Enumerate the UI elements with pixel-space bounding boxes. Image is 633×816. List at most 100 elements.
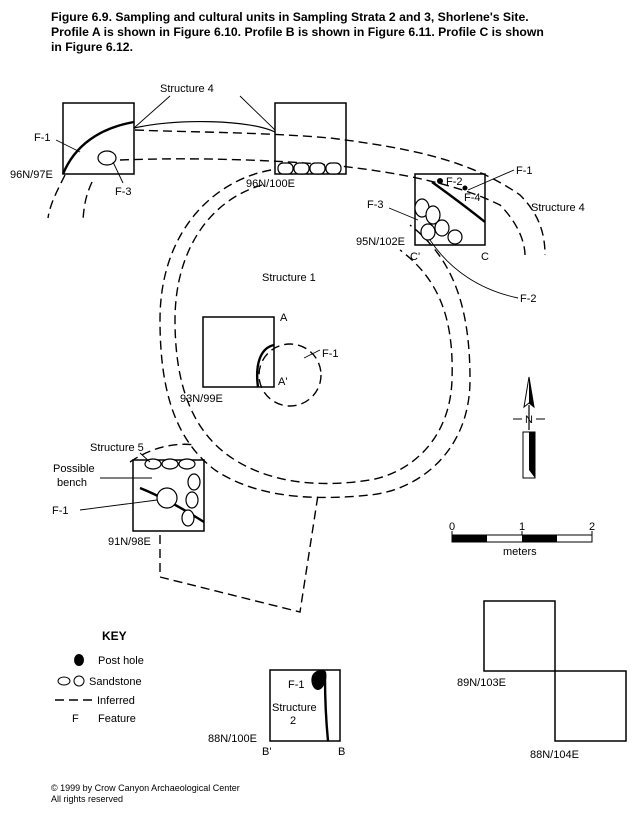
post-holes [311,178,468,690]
unit-89n-103e [483,600,556,672]
label-f1-structure-2: F-1 [288,679,305,691]
unit-96n-97e-wall [61,120,135,175]
sandstone-block [161,458,179,470]
label-f3-96n-97e: F-3 [115,186,132,198]
leader-f3-95n-102e [388,207,419,221]
sandstone-block [178,458,196,470]
unit-88n-100e [269,669,341,742]
key-post-hole-symbol [74,654,84,666]
label-f2-95n-102e-inside: F-2 [446,176,463,188]
sandstone-block [447,229,463,245]
sandstone-block [425,205,441,225]
label-unit-96n-97e: 96N/97E [10,169,53,181]
label-unit-88n-104e: 88N/104E [530,749,579,761]
leader-f2-95n-102e [429,239,519,299]
excavation-units [62,102,627,742]
label-profile-a-prime: A' [278,376,287,388]
feature-1-pit-outline [258,343,322,407]
leader-f1-93n-99e [303,349,321,359]
label-f3-95n-102e: F-3 [367,199,384,211]
key-inferred-label: Inferred [97,695,135,707]
unit-96n-100e [274,102,347,175]
key-sandstone-symbol [57,676,71,686]
structure-4-west-wall-outer [47,174,66,219]
label-structure-2-line-2: 2 [290,715,296,727]
structure-4-outer-wall [134,129,546,256]
sandstone-block [187,473,201,491]
copyright-line-1: © 1999 by Crow Canyon Archaeological Cen… [51,783,240,793]
label-unit-89n-103e: 89N/103E [457,677,506,689]
leader-f3-96n-97e [112,161,124,184]
structure-5-lower-wall [159,494,319,613]
sandstone-block [420,223,436,241]
north-arrow-tail-shade [529,432,535,478]
labels: Structure 4 Structure 4 Structure 1 Stru… [10,83,585,761]
caption-line-3: in Figure 6.12. [51,40,133,54]
key-legend: KEY Post hole Sandstone Inferred F Featu… [55,629,144,725]
key-sandstone-label: Sandstone [89,676,142,688]
label-structure-2-line-1: Structure [272,702,317,714]
sandstone-block [185,491,199,509]
key-feature-symbol: F [72,713,79,725]
unit-96n-97e [62,102,135,175]
label-unit-96n-100e: 96N/100E [246,178,295,190]
wall-lines [61,120,486,742]
sandstone-block [325,162,342,175]
label-unit-91n-98e: 91N/98E [108,536,151,548]
label-structure-4-top: Structure 4 [160,83,214,95]
copyright-line-2: All rights reserved [51,794,124,804]
unit-93n-99e [202,316,275,388]
label-unit-95n-102e: 95N/102E [356,236,405,248]
structure-4-connector [133,121,276,133]
label-structure-1: Structure 1 [262,272,316,284]
key-post-hole-label: Post hole [98,655,144,667]
sandstone-block [277,162,294,175]
label-unit-88n-100e: 88N/100E [208,733,257,745]
label-structure-5: Structure 5 [90,442,144,454]
label-structure-4-right: Structure 4 [531,202,585,214]
caption-line-2: Profile A is shown in Figure 6.10. Profi… [51,25,544,39]
copyright-notice: © 1999 by Crow Canyon Archaeological Cen… [51,783,240,805]
unit-88n-100e-wall [323,677,330,742]
leader-lines [55,95,519,511]
unit-88n-104e [554,670,627,742]
unit-95n-102e-wall [431,181,486,223]
scale-bar-unit: meters [503,546,537,558]
label-f1-93n-99e: F-1 [322,348,339,360]
label-f1-91n-98e: F-1 [52,505,69,517]
leader-structure-5 [139,452,151,463]
post-hole-f1-structure-2 [311,669,327,690]
label-possible-bench-line-2: bench [57,477,87,489]
label-profile-c: C [481,251,489,263]
scale-bar-segment [452,535,487,542]
structure-4-west-wall-inner [82,181,93,221]
sandstone-block [309,162,326,175]
sandstone-block [434,219,450,237]
label-profile-b: B [338,746,345,758]
structure-5-arc [129,443,196,463]
north-arrow-head-shade [529,377,534,407]
leader-structure-4-top-right [239,95,276,131]
north-arrow-label: N [525,414,533,426]
label-profile-c-prime: C' [410,251,420,263]
figure-caption: Figure 6.9. Sampling and cultural units … [51,10,611,55]
scale-bar-label-1: 1 [519,521,525,533]
leader-structure-4-top-left [133,95,171,129]
label-f2-95n-102e-outside: F-2 [520,293,537,305]
sandstone-block [144,458,162,470]
key-feature-label: Feature [98,713,136,725]
key-title: KEY [102,629,127,643]
structure-1-outer-wall [159,169,471,499]
scale-bar-label-2: 2 [589,521,595,533]
unit-93n-99e-wall [256,343,275,388]
scale-bar-label-0: 0 [449,521,455,533]
scale-bar: 0 1 2 meters [449,521,595,558]
label-profile-b-prime: B' [262,746,271,758]
structure-4-inner-wall [119,158,526,256]
label-possible-bench-line-1: Possible [53,463,95,475]
post-hole-f2 [437,178,443,184]
north-arrow: N [513,376,545,479]
sandstone-blocks [97,150,463,527]
inferred-walls [47,129,546,613]
leader-f1-96n-97e [55,139,81,153]
